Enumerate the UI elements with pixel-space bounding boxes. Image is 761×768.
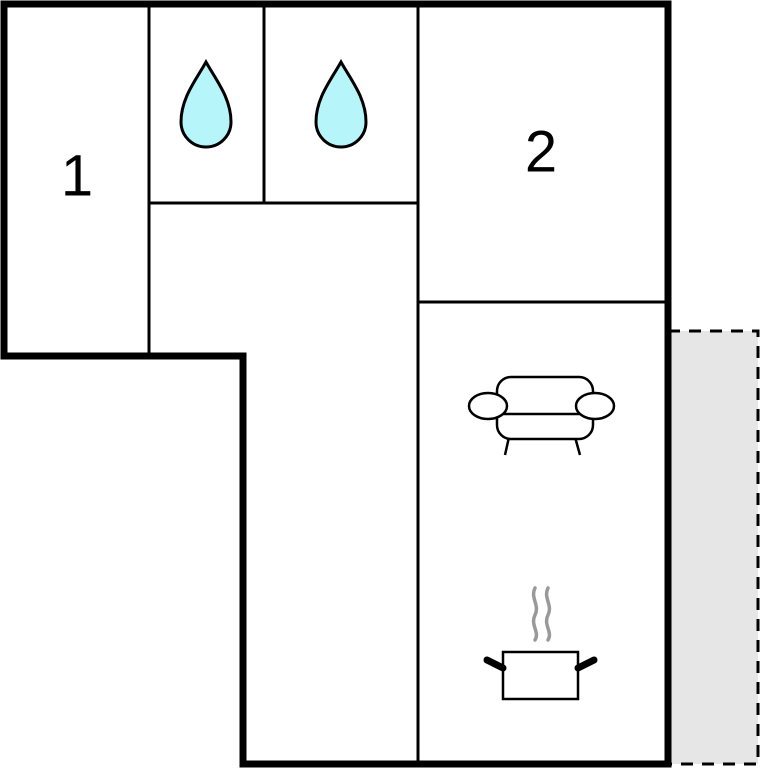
- room-label-2: 2: [525, 119, 557, 184]
- interior-walls: [147, 4, 668, 764]
- water-drop-icon: [314, 58, 368, 149]
- cooking-pot-icon: [483, 586, 598, 701]
- terrace: [666, 329, 760, 766]
- water-drop-icon: [179, 58, 233, 149]
- outer-wall: [0, 0, 672, 768]
- sofa-icon: [467, 375, 616, 456]
- room-label-1: 1: [61, 143, 93, 208]
